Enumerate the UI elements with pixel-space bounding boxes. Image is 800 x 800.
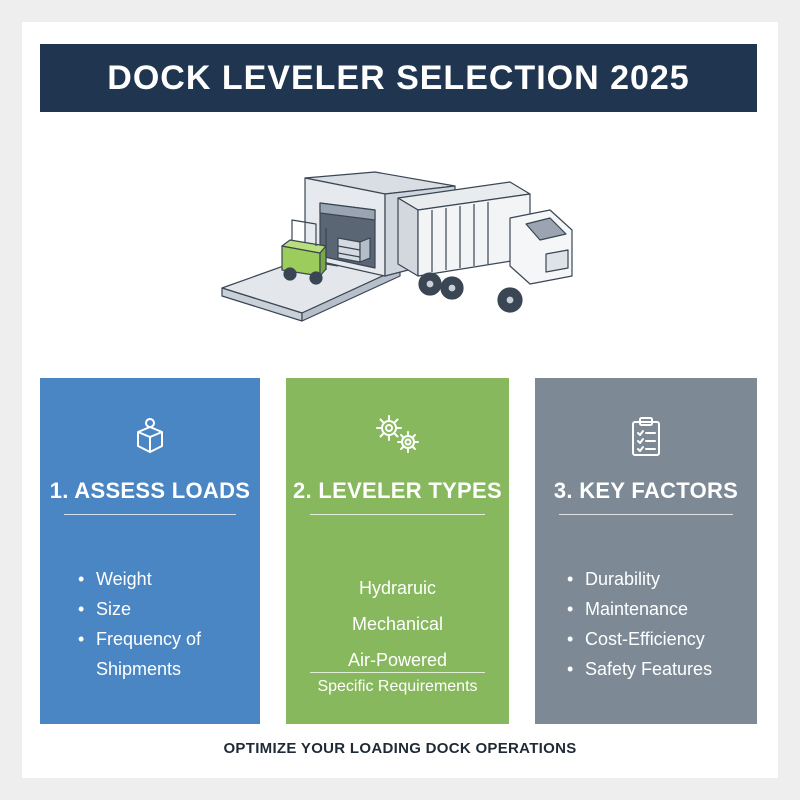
list-item: Weight: [78, 564, 250, 594]
divider: [310, 672, 485, 673]
list-item: Hydraruic: [286, 570, 509, 606]
title-banner: DOCK LEVELER SELECTION 2025: [40, 44, 757, 112]
list-item: Durability: [567, 564, 751, 594]
divider: [64, 514, 236, 515]
checklist-icon: [628, 416, 664, 458]
loading-dock-illustration: [210, 158, 590, 328]
assess-loads-heading: 1. ASSESS LOADS: [40, 478, 260, 504]
leveler-types-list: Hydraruic Mechanical Air-Powered: [286, 570, 509, 678]
page-title: DOCK LEVELER SELECTION 2025: [107, 59, 689, 98]
list-item: Safety Features: [567, 654, 751, 684]
key-factors-list: Durability Maintenance Cost-Efficiency S…: [567, 564, 751, 684]
footer-tagline: OPTIMIZE YOUR LOADING DOCK OPERATIONS: [0, 740, 800, 757]
list-item: Cost-Efficiency: [567, 624, 751, 654]
leveler-types-panel: 2. LEVELER TYPES Hydraruic Mechanical Ai…: [286, 378, 509, 724]
weight-icon: [130, 416, 170, 456]
key-factors-panel: 3. KEY FACTORS Durability Maintenance Co…: [535, 378, 757, 724]
assess-loads-list: Weight Size Frequency of Shipments: [78, 564, 250, 684]
list-item: Size: [78, 594, 250, 624]
specific-requirements-note: Specific Requirements: [286, 678, 509, 696]
list-item: Mechanical: [286, 606, 509, 642]
divider: [559, 514, 733, 515]
leveler-types-heading: 2. LEVELER TYPES: [286, 478, 509, 504]
divider: [310, 514, 485, 515]
gears-icon: [371, 412, 425, 456]
list-item: Maintenance: [567, 594, 751, 624]
list-item: Frequency of Shipments: [78, 624, 250, 684]
key-factors-heading: 3. KEY FACTORS: [535, 478, 757, 504]
assess-loads-panel: 1. ASSESS LOADS Weight Size Frequency of…: [40, 378, 260, 724]
